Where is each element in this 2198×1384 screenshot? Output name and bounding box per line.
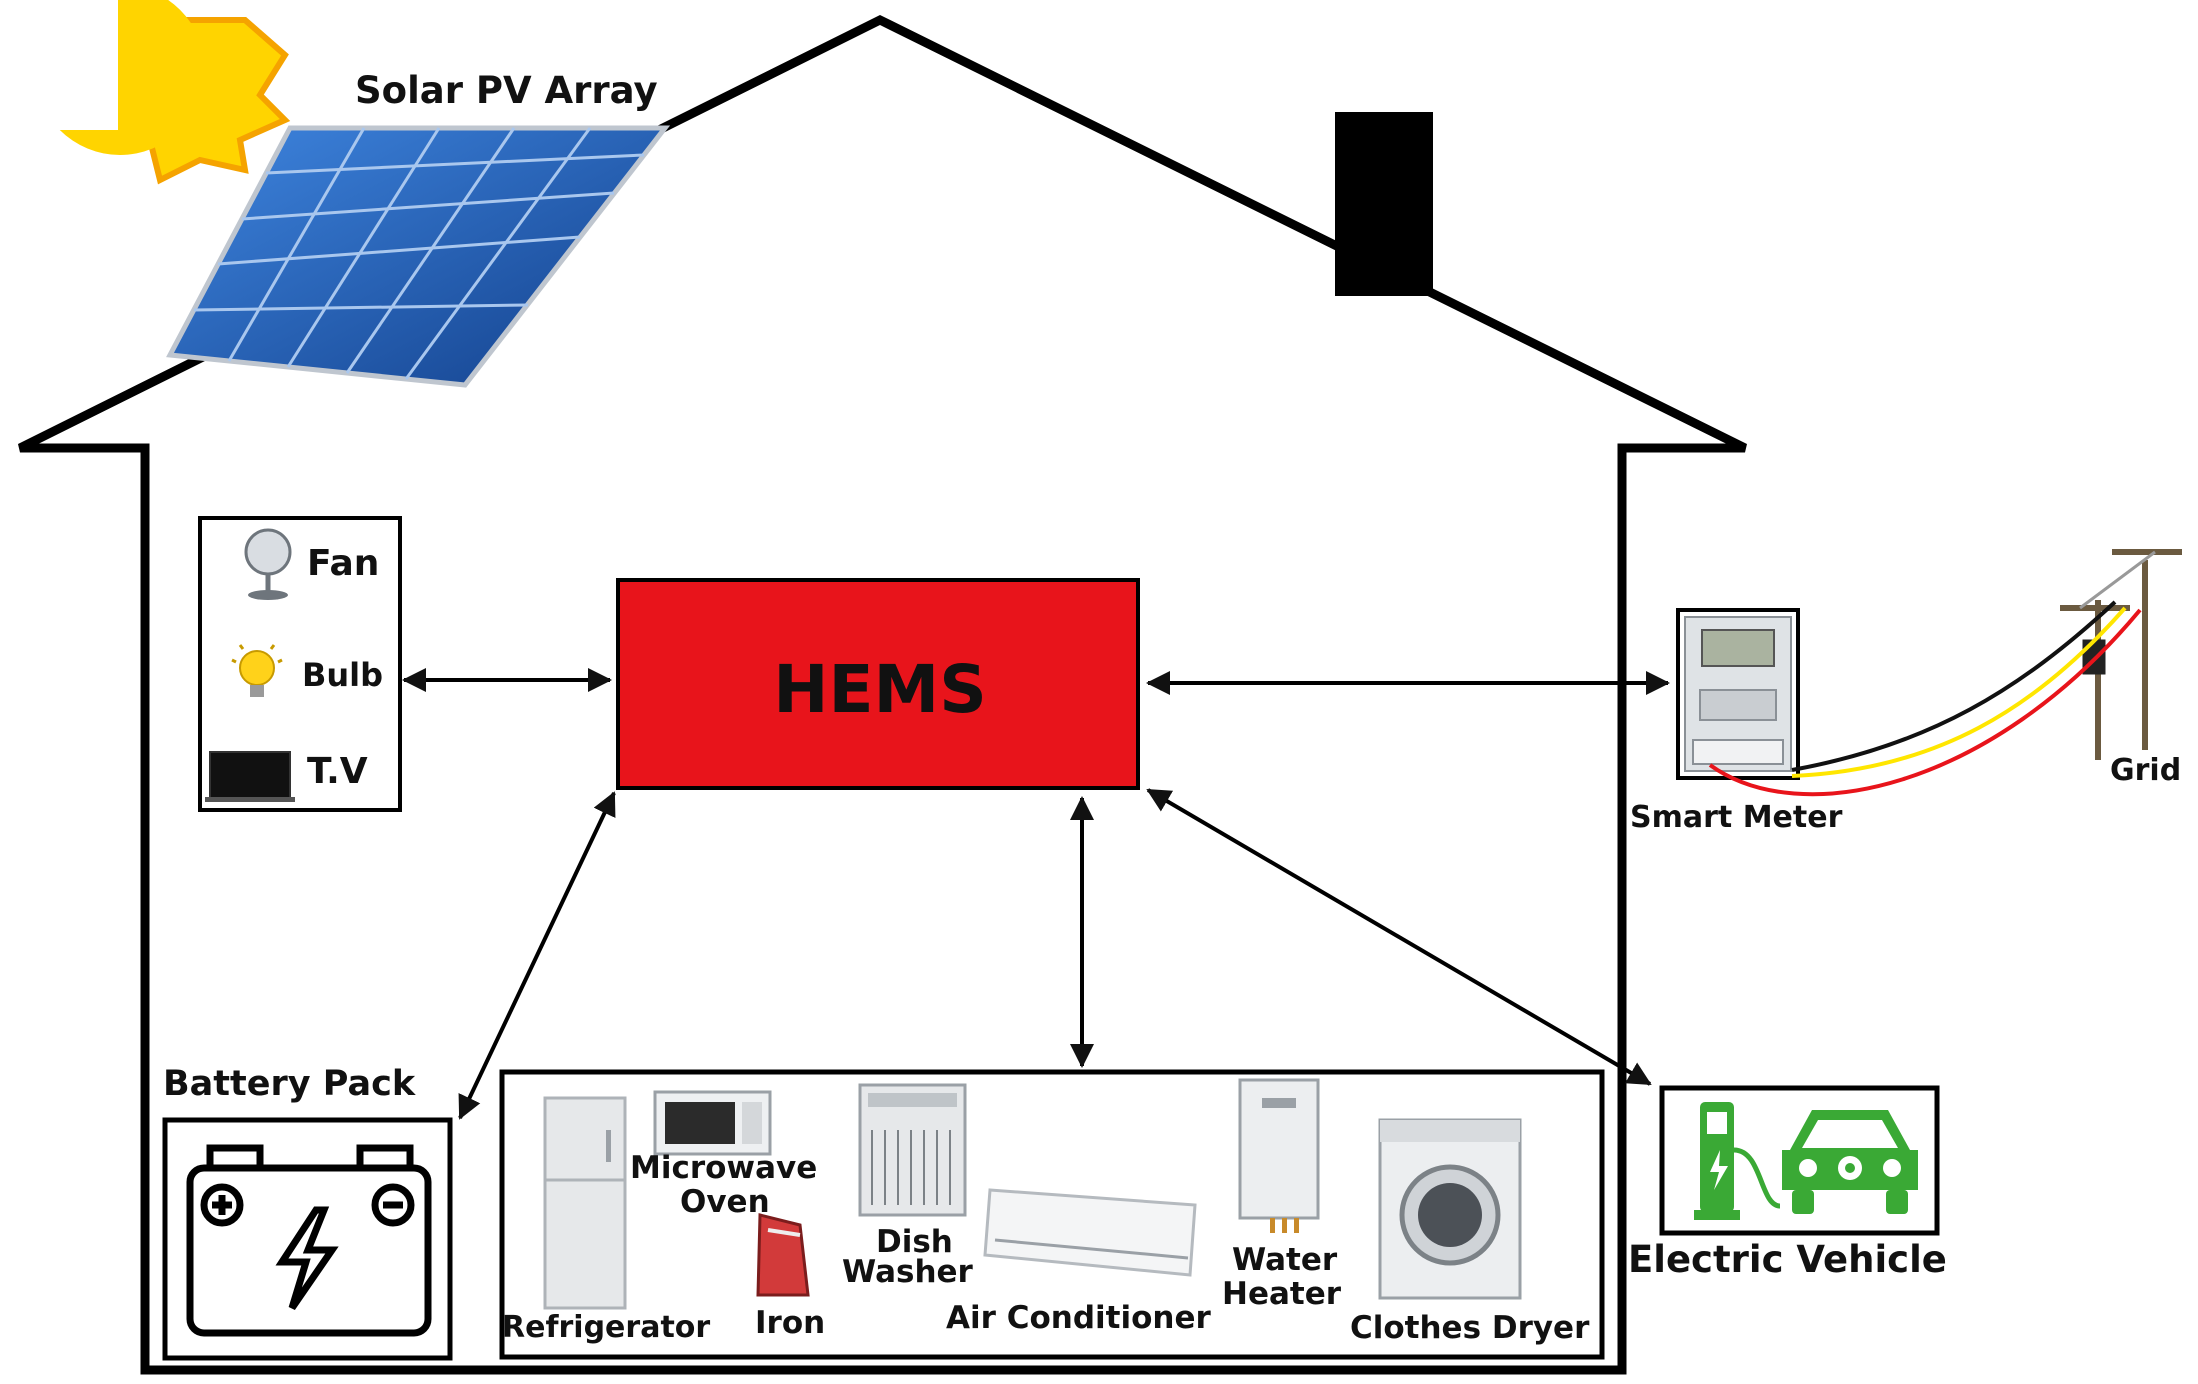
arrow-hems-battery — [458, 791, 616, 1120]
arrow-hems-ev — [1146, 788, 1652, 1086]
clothes-dryer-label: Clothes Dryer — [1350, 1310, 1590, 1346]
hems-label: HEMS — [773, 651, 987, 728]
sun-icon — [0, 0, 291, 185]
microwave-label-1: Microwave — [630, 1150, 817, 1186]
water-heater-label-1: Water — [1232, 1242, 1338, 1278]
air-conditioner-icon — [983, 1188, 1197, 1277]
solar-panel — [166, 125, 671, 388]
house-outline — [17, 14, 1747, 1375]
iron-label: Iron — [755, 1305, 825, 1341]
battery-label: Battery Pack — [163, 1064, 416, 1104]
grid-label: Grid — [2110, 753, 2181, 788]
refrigerator-icon — [543, 1096, 627, 1310]
solar-label: Solar PV Array — [355, 69, 658, 112]
hems-box — [616, 578, 1140, 790]
wire-yellow — [1791, 606, 2127, 778]
clothes-dryer-icon — [1378, 1118, 1522, 1300]
dish-washer-label-1: Dish — [876, 1224, 953, 1260]
ev-charger-icon — [1694, 1102, 1781, 1220]
water-heater-icon — [1238, 1078, 1320, 1233]
smart-meter-label: Smart Meter — [1630, 800, 1843, 835]
fan-label: Fan — [307, 543, 379, 584]
wire-red — [1708, 608, 2142, 797]
tv-label: T.V — [307, 751, 368, 792]
battery-icon — [186, 1144, 432, 1337]
fan-icon — [244, 528, 292, 600]
water-heater-label-2: Heater — [1222, 1276, 1342, 1312]
bulb-label: Bulb — [302, 656, 383, 694]
dish-washer-icon — [858, 1083, 967, 1217]
microwave-label-2: Oven — [680, 1184, 770, 1220]
chimney — [1335, 112, 1433, 296]
wire-black — [1791, 600, 2117, 772]
air-conditioner-label: Air Conditioner — [946, 1300, 1211, 1336]
ev-label: Electric Vehicle — [1628, 1238, 1947, 1281]
refrigerator-label: Refrigerator — [502, 1310, 710, 1345]
dish-washer-label-2: Washer — [842, 1254, 974, 1290]
bulb-icon — [231, 644, 283, 697]
car-icon — [1782, 1110, 1918, 1214]
iron-icon — [756, 1213, 810, 1297]
microwave-icon — [653, 1090, 772, 1156]
tv-icon — [205, 751, 295, 802]
smart-meter-icon — [1684, 616, 1792, 772]
